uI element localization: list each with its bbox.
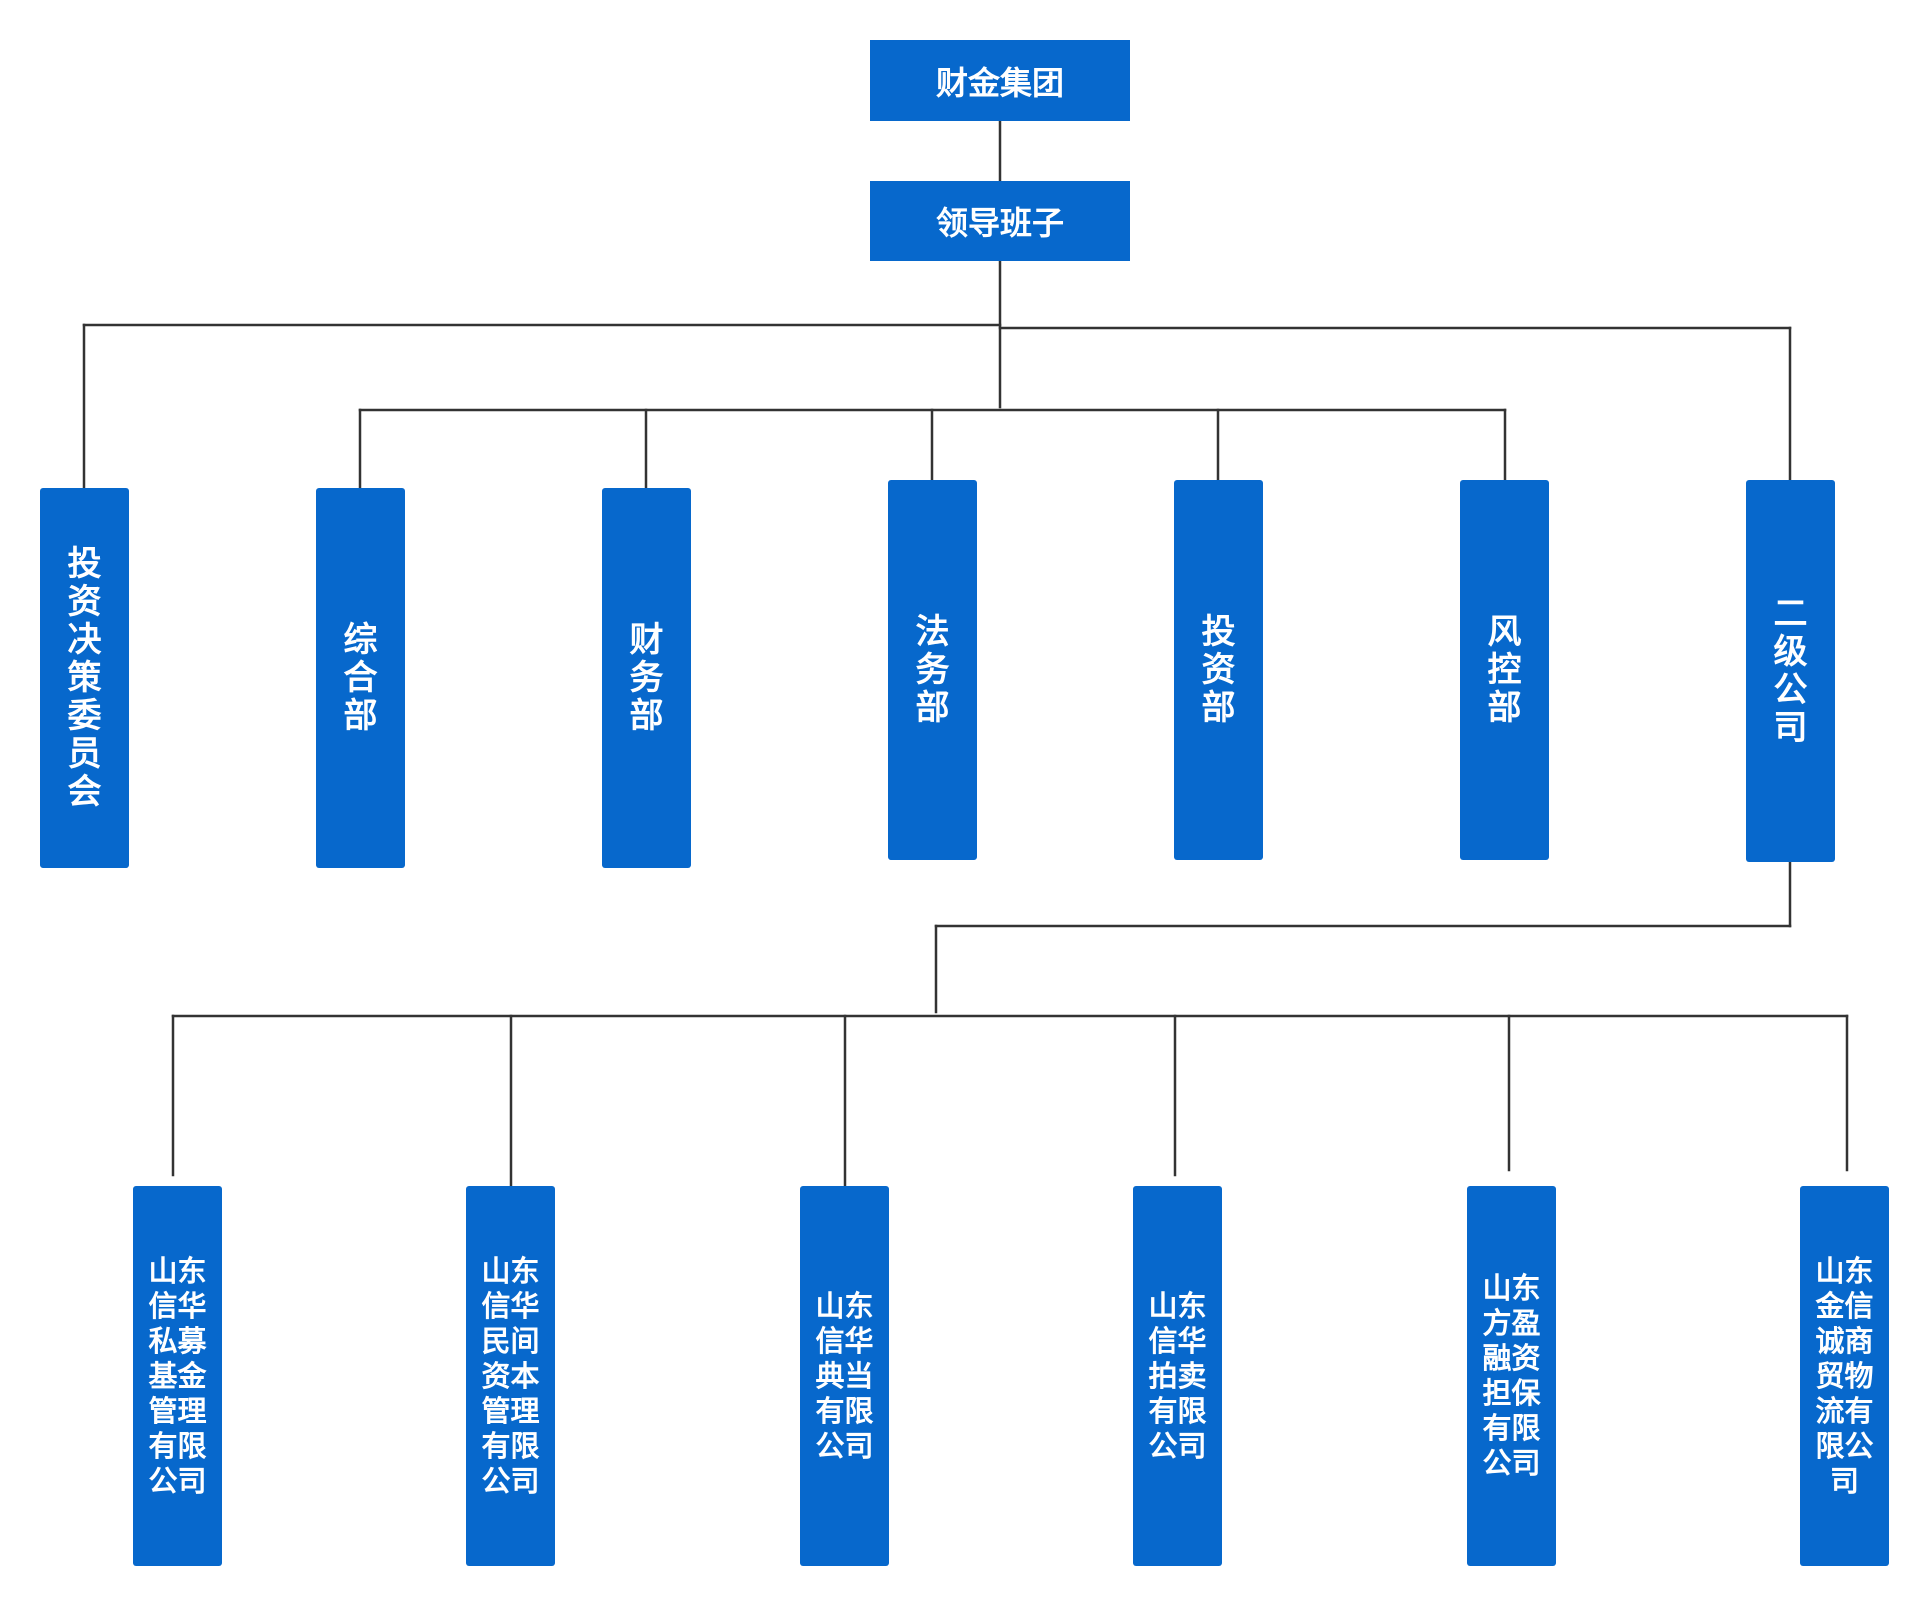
node-label: 山东金信诚商贸物流有限公司 — [1815, 1253, 1874, 1498]
node-sub-private-capital: 山东信华民间资本管理有限公司 — [466, 1186, 555, 1566]
node-label: 山东信华典当有限公司 — [815, 1288, 874, 1463]
node-investment-dept: 投资部 — [1174, 480, 1263, 860]
node-sub-private-fund: 山东信华私募基金管理有限公司 — [133, 1186, 222, 1566]
node-finance-dept: 财务部 — [602, 488, 691, 868]
node-label: 山东信华民间资本管理有限公司 — [481, 1253, 540, 1498]
node-label: 山东信华拍卖有限公司 — [1148, 1288, 1207, 1463]
node-root: 财金集团 — [870, 40, 1130, 121]
node-label: 财务部 — [629, 620, 664, 736]
node-label: 综合部 — [343, 620, 378, 736]
node-risk-dept: 风控部 — [1460, 480, 1549, 860]
node-label: 山东方盈融资担保有限公司 — [1482, 1271, 1541, 1480]
node-legal-dept: 法务部 — [888, 480, 977, 860]
node-label: 法务部 — [915, 612, 950, 728]
node-leader: 领导班子 — [870, 181, 1130, 261]
node-label: 风控部 — [1487, 612, 1522, 728]
node-subsidiaries: 二级公司 — [1746, 480, 1835, 862]
node-label: 二级公司 — [1773, 594, 1808, 748]
node-general-dept: 综合部 — [316, 488, 405, 868]
node-sub-trade: 山东金信诚商贸物流有限公司 — [1800, 1186, 1889, 1566]
node-sub-pawn: 山东信华典当有限公司 — [800, 1186, 889, 1566]
node-label: 投资决策委员会 — [67, 544, 102, 812]
node-sub-auction: 山东信华拍卖有限公司 — [1133, 1186, 1222, 1566]
node-label: 山东信华私募基金管理有限公司 — [148, 1253, 207, 1498]
node-invest-committee: 投资决策委员会 — [40, 488, 129, 868]
node-sub-guarantee: 山东方盈融资担保有限公司 — [1467, 1186, 1556, 1566]
node-label: 投资部 — [1201, 612, 1236, 728]
